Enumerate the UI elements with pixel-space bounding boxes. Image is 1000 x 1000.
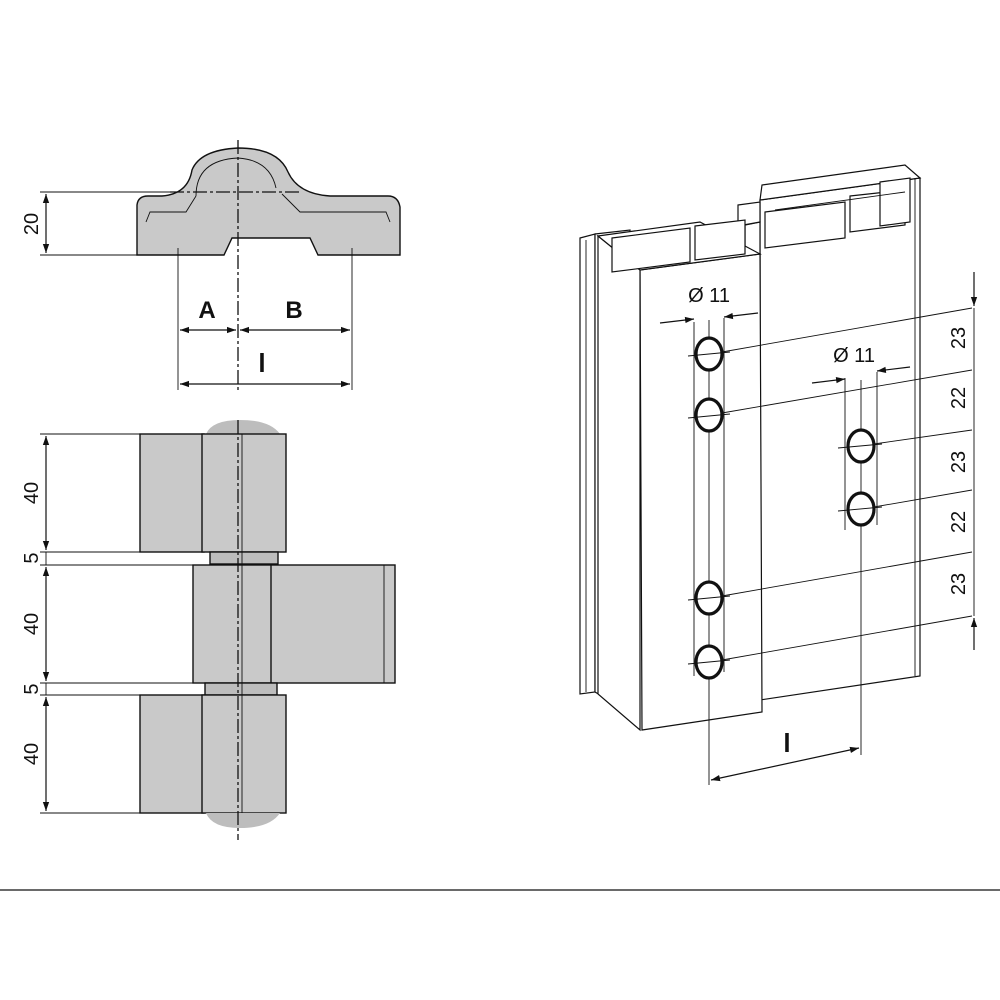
frame-profile-right-lip: [879, 177, 911, 227]
hole-right-2-tick: [837, 506, 883, 512]
hinge-top-washer: [209, 551, 279, 565]
hinge-top-cap: [206, 420, 280, 434]
dim-profile-l-line: [710, 746, 860, 782]
frame-profile-right-inner-line: [774, 191, 906, 211]
dia-right-label: Ø 11: [833, 345, 875, 367]
hinge-mid-leaf: [270, 564, 396, 684]
dim-a-label: A: [198, 297, 215, 324]
dia-left-arrow-right: [723, 312, 759, 320]
hole-left-2-tick: [687, 413, 731, 419]
hole-left-3-tick: [687, 595, 731, 601]
dia-right-arrow-left: [811, 376, 846, 384]
dia-left-arrow-left: [659, 316, 695, 324]
dim-ext-hole-3: [873, 429, 973, 445]
hinge-section-groove-right: [281, 193, 391, 223]
frame-profile-left-chamber-2: [694, 219, 746, 261]
dim-ext-hole-1: [721, 307, 973, 353]
hinge-bottom-washer: [204, 682, 278, 696]
dim-l-label: l: [258, 348, 265, 378]
hinge-section-body: [136, 147, 401, 256]
dim-b-label: B: [285, 297, 302, 324]
hinge-mid-knuckle: [192, 564, 274, 684]
hinge-bottom-leaf: [139, 694, 205, 814]
frame-profile-left-flange: [579, 233, 596, 695]
frame-profile-right-chamber-1: [764, 201, 846, 249]
frame-profile-right-face: [759, 177, 921, 701]
spacing-label-1: 23: [948, 327, 970, 349]
dia-right-arrow-right: [876, 366, 911, 374]
hinge-top-leaf: [139, 433, 205, 553]
spacing-label-5: 23: [948, 573, 970, 595]
dim-mid-40-label: 40: [21, 613, 43, 635]
hinge-cross-section: 20 A B l: [21, 140, 401, 390]
hole-left-1-tick: [687, 351, 731, 357]
dim-gap-bottom-label: 5: [21, 683, 43, 694]
spacing-label-2: 22: [948, 387, 970, 409]
dim-profile-l-label: l: [783, 728, 790, 758]
spacing-label-4: 22: [948, 511, 970, 533]
hole-right-1-tick: [837, 443, 883, 449]
dim-ext-hole-2: [721, 369, 973, 414]
dim-ext-hole-6: [721, 615, 973, 661]
frame-profile-left-chamber-1: [611, 227, 691, 273]
hinge-section-groove-left: [145, 195, 197, 223]
hinge-front-view: 40 5 40 5 40: [21, 420, 396, 840]
hinge-top-knuckle: [201, 433, 287, 553]
hinge-bottom-knuckle: [201, 694, 287, 814]
dim-top-40-label: 40: [21, 482, 43, 504]
dim-ext-hole-4: [873, 489, 973, 508]
dim-bottom-40-label: 40: [21, 743, 43, 765]
hinge-bottom-cap: [206, 813, 280, 828]
hole-left-4-tick: [687, 659, 731, 665]
spacing-label-3: 23: [948, 451, 970, 473]
dim-20-label: 20: [21, 213, 43, 235]
dim-gap-top-label: 5: [21, 552, 43, 563]
dia-left-label: Ø 11: [688, 285, 730, 307]
frame-profile-left-depth: [597, 234, 641, 732]
frame-profile-drawing: 23 22 23 22 23 Ø 11 Ø 11 l: [579, 164, 978, 785]
dim-ext-hole-5: [721, 551, 973, 597]
frame-profile-right-top: [759, 164, 922, 201]
